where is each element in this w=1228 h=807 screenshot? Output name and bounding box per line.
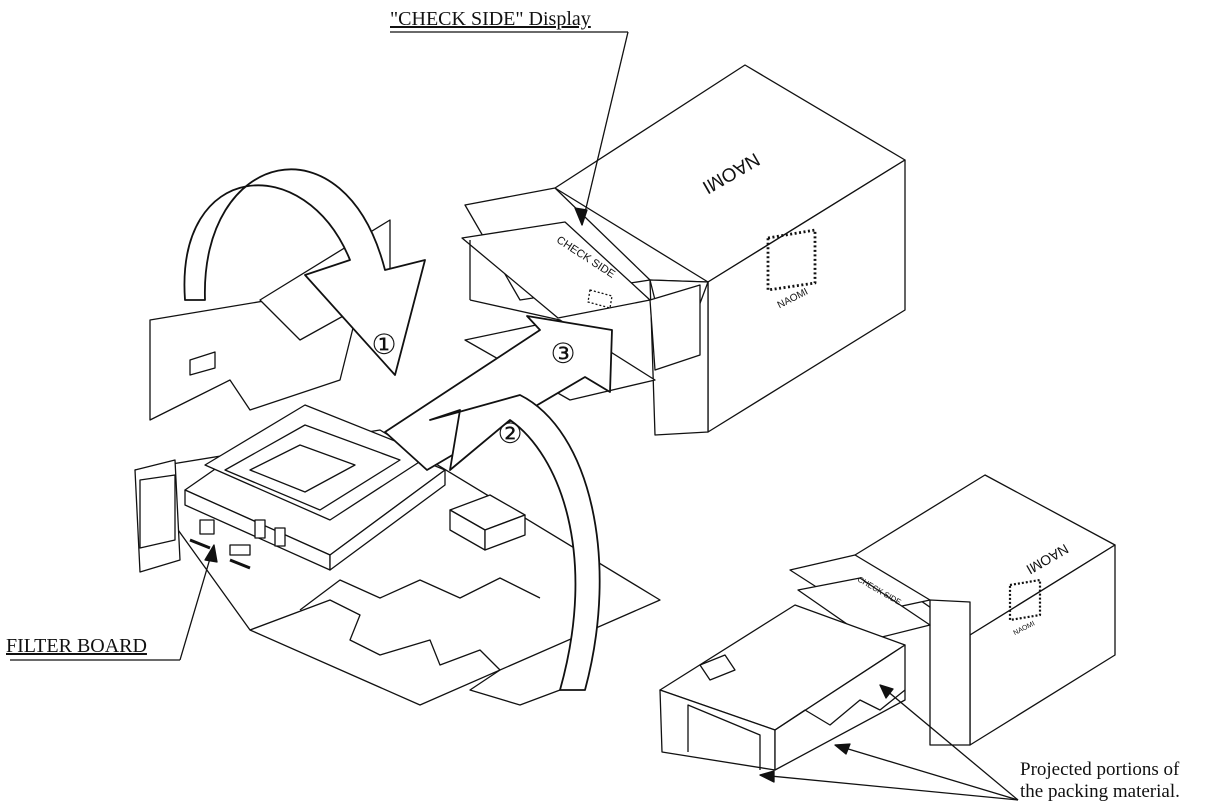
- leader-lines: [10, 31, 1019, 801]
- check-side-display-label: "CHECK SIDE" Display: [390, 8, 591, 30]
- projected-portions-label-line-2: the packing material.: [1020, 781, 1180, 802]
- small-box: NAOMI NAOMI CHECK SIDE: [659, 474, 1116, 771]
- large-box: NAOMI NAOMI CHECK SIDE: [461, 64, 906, 436]
- projected-portions-label-line-1: Projected portions of: [1020, 759, 1180, 780]
- filter-board-label: FILTER BOARD: [6, 635, 147, 657]
- step-number-1: ①: [371, 328, 396, 361]
- step-number-2: ②: [497, 417, 522, 450]
- arrow-2: [429, 394, 601, 691]
- arrow-1: [183, 168, 426, 376]
- step-number-3: ③: [550, 337, 575, 370]
- filter-board-assembly: [184, 404, 526, 571]
